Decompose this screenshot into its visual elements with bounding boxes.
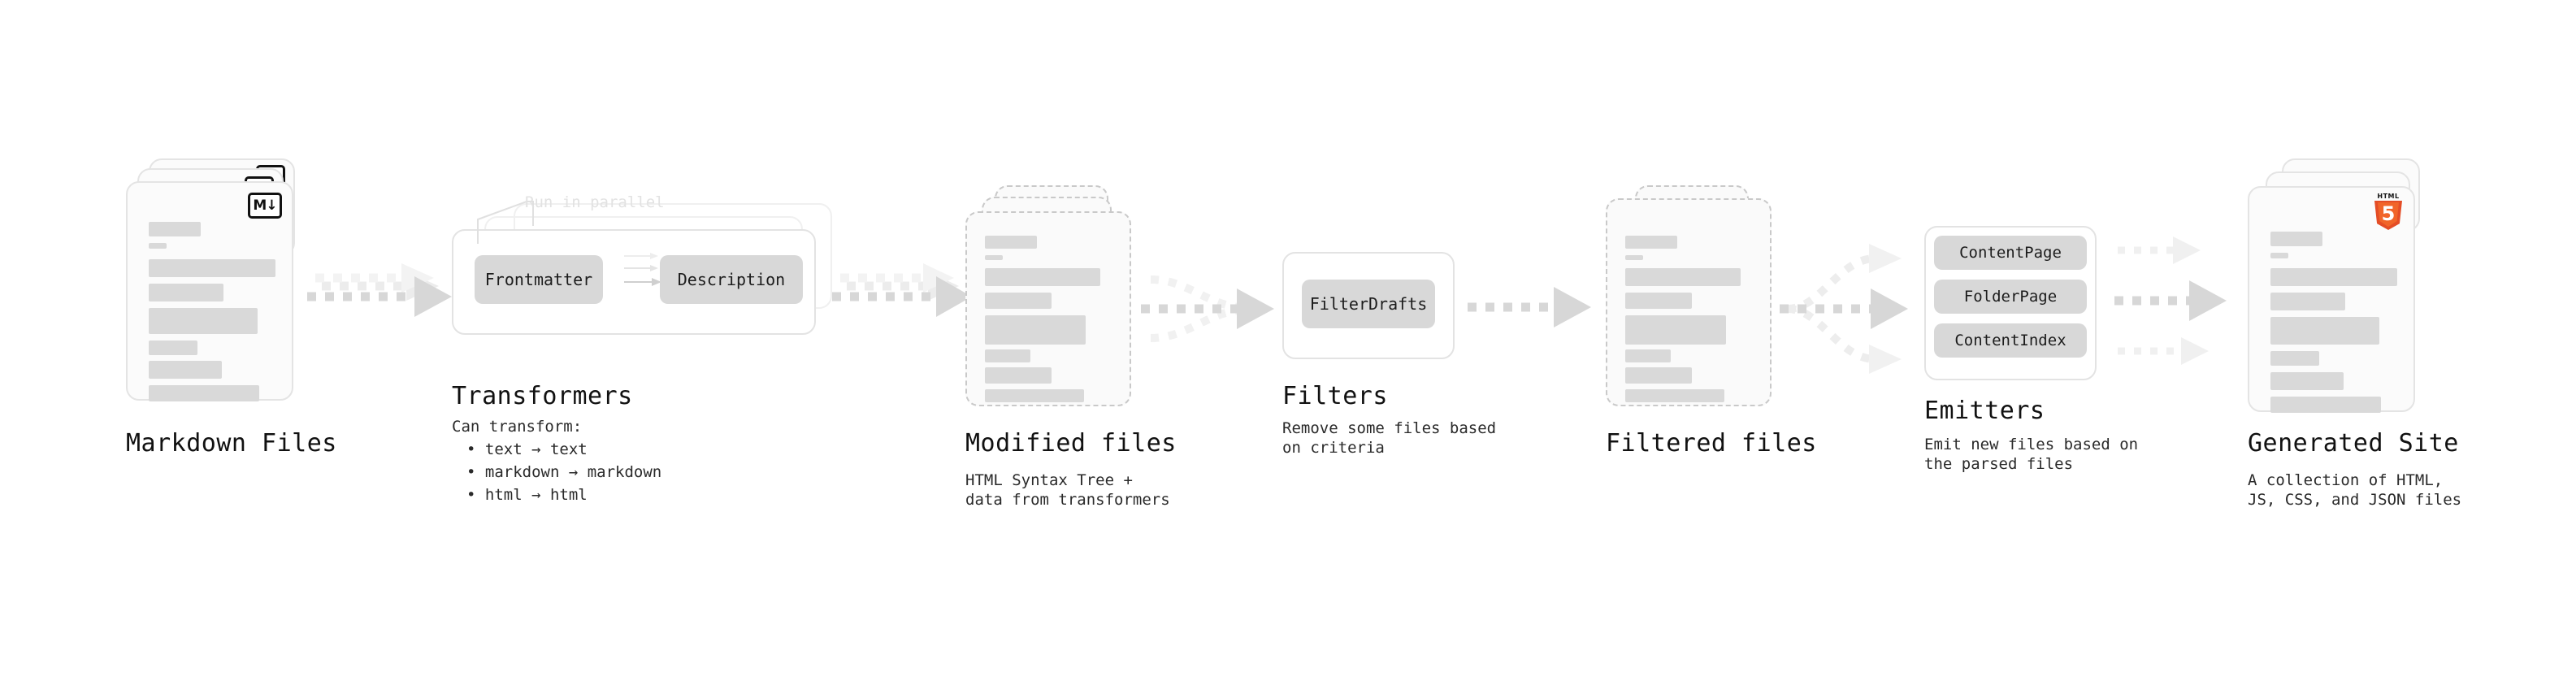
stage-markdown-files: M↓ M↓ M↓	[126, 158, 313, 427]
doc-line	[1625, 315, 1726, 345]
markdown-doc-content: M↓	[128, 183, 292, 401]
doc-line	[985, 268, 1100, 286]
connector-transformers-to-modified	[832, 263, 972, 317]
connector-filters-to-filtered	[1468, 287, 1591, 327]
markdown-doc-stack: M↓ M↓ M↓	[126, 158, 313, 427]
modified-doc-stack	[965, 185, 1144, 429]
doc-line	[2270, 293, 2345, 310]
markdown-badge-icon: M↓	[248, 193, 282, 219]
html5-badge-word: HTML	[2377, 193, 2400, 200]
doc-line	[149, 222, 201, 236]
markdown-doc-front: M↓	[126, 181, 293, 401]
transformer-chip-frontmatter[interactable]: Frontmatter	[475, 255, 603, 304]
connector-emitters-to-site	[2114, 236, 2227, 365]
transformer-chip-description[interactable]: Description	[660, 255, 803, 304]
doc-line	[1625, 268, 1741, 286]
stage-generated-site: CSS HTML 5	[2248, 158, 2443, 427]
emitters-subtitle-line2: the parsed files	[1924, 455, 2074, 473]
generated-site-subtitle-line2: JS, CSS, and JSON files	[2248, 491, 2462, 509]
filtered-doc-content	[1607, 200, 1770, 405]
markdown-files-title: Markdown Files	[126, 429, 337, 458]
doc-line	[2270, 253, 2288, 258]
doc-line	[149, 308, 258, 334]
doc-line	[985, 255, 1003, 260]
modified-files-subtitle-line1: HTML Syntax Tree +	[965, 471, 1133, 489]
run-in-parallel-bracket	[477, 201, 534, 244]
site-doc-content: HTML 5	[2249, 188, 2413, 413]
doc-line	[149, 243, 167, 249]
emitter-chip-contentpage[interactable]: ContentPage	[1934, 236, 2087, 270]
connector-filtered-to-emitters	[1780, 244, 1908, 374]
html5-badge-icon: HTML 5	[2373, 193, 2404, 230]
transformers-bullet-2: • html → html	[466, 486, 588, 504]
modified-files-title: Modified files	[965, 429, 1177, 458]
filters-title: Filters	[1282, 382, 1388, 410]
modified-doc-content	[967, 213, 1130, 405]
transformers-bullet-1: • markdown → markdown	[466, 463, 662, 481]
doc-line	[985, 349, 1030, 362]
site-doc-stack: CSS HTML 5	[2248, 158, 2443, 427]
modified-doc-front	[965, 211, 1131, 406]
doc-line	[1625, 236, 1677, 249]
doc-line	[149, 284, 223, 301]
doc-line	[149, 340, 197, 355]
doc-line	[1625, 389, 1724, 402]
doc-line	[149, 259, 275, 277]
transformers-bullet-0: • text → text	[466, 440, 588, 458]
doc-line	[149, 361, 222, 379]
generated-site-title: Generated Site	[2248, 429, 2459, 458]
doc-line	[2270, 317, 2379, 345]
doc-line	[2270, 372, 2344, 390]
emitter-chip-contentindex[interactable]: ContentIndex	[1934, 323, 2087, 358]
transformers-inner-arrows	[624, 253, 661, 286]
filters-subtitle-line2: on criteria	[1282, 439, 1385, 457]
stage-modified-files	[965, 185, 1144, 429]
connector-modified-to-filters	[1141, 275, 1274, 342]
filtered-doc-front	[1606, 198, 1772, 406]
emitter-chip-folderpage[interactable]: FolderPage	[1934, 280, 2087, 314]
doc-line	[1625, 293, 1692, 309]
generated-site-subtitle-line1: A collection of HTML,	[2248, 471, 2444, 489]
emitters-title: Emitters	[1924, 397, 2045, 425]
filter-chip-filterdrafts[interactable]: FilterDrafts	[1302, 280, 1435, 328]
modified-files-subtitle-line2: data from transformers	[965, 491, 1170, 509]
doc-line	[985, 293, 1052, 309]
emitters-subtitle-line1: Emit new files based on	[1924, 436, 2139, 453]
doc-line	[1625, 255, 1643, 260]
filters-subtitle-line1: Remove some files based	[1282, 419, 1497, 437]
doc-line	[149, 385, 259, 401]
doc-line	[985, 236, 1037, 249]
doc-line	[1625, 349, 1671, 362]
doc-line	[2270, 397, 2381, 413]
doc-line	[2270, 232, 2322, 246]
transformers-subtitle-lead: Can transform:	[452, 418, 583, 436]
doc-line	[985, 315, 1086, 345]
stage-filtered-files	[1606, 185, 1785, 429]
html5-badge-five: 5	[2381, 202, 2396, 225]
transformers-title: Transformers	[452, 382, 633, 410]
doc-line	[2270, 351, 2319, 366]
filtered-doc-stack	[1606, 185, 1785, 429]
doc-line	[985, 389, 1084, 402]
run-in-parallel-label: Run in parallel	[525, 193, 665, 211]
doc-line	[2270, 268, 2397, 286]
doc-line	[985, 367, 1052, 384]
connector-markdown-to-transformers	[307, 263, 452, 317]
site-doc-front: HTML 5	[2248, 186, 2415, 413]
doc-line	[1625, 367, 1692, 384]
filtered-files-title: Filtered files	[1606, 429, 1817, 458]
